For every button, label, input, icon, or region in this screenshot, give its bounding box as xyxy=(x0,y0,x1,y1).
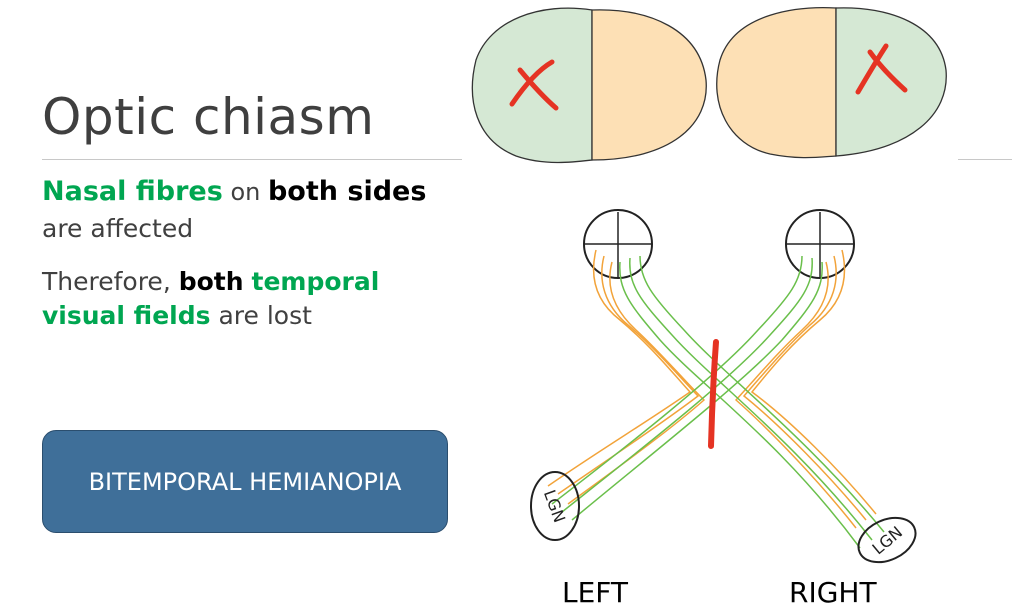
right-label: RIGHT xyxy=(789,576,877,609)
left-lgn-label: LGN xyxy=(540,487,569,525)
left-visual-field xyxy=(472,8,706,162)
left-field-nasal-half xyxy=(592,10,706,160)
right-field-temporal-half xyxy=(717,8,836,158)
left-lgn: LGN xyxy=(531,472,579,540)
right-lgn: LGN xyxy=(851,509,922,571)
right-field-nasal-half xyxy=(836,8,946,156)
right-visual-field xyxy=(717,8,947,158)
left-label: LEFT xyxy=(562,576,628,609)
right-lgn-label: LGN xyxy=(868,522,906,558)
